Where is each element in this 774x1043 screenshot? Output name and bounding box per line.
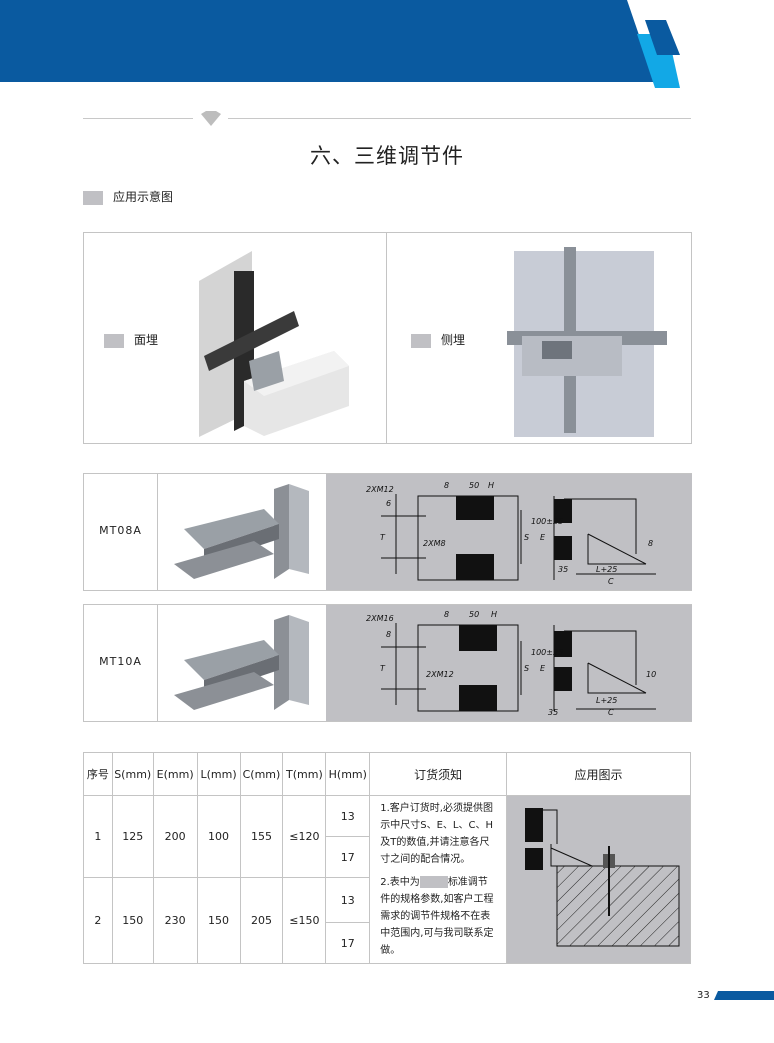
product-photo <box>174 615 309 710</box>
highlight-swatch <box>419 876 448 888</box>
model-label: MT08A <box>99 524 142 537</box>
svg-text:S: S <box>524 533 529 542</box>
cell-t: ≤150 <box>282 877 327 964</box>
cell-h: 17 <box>325 922 371 964</box>
svg-text:T: T <box>380 664 386 673</box>
note-2-prefix: 2.表中为 <box>380 877 420 888</box>
col-header: 序号 <box>83 752 113 796</box>
cell-c: 155 <box>239 795 284 878</box>
label-marker <box>411 333 431 348</box>
svg-text:50: 50 <box>469 610 479 619</box>
svg-text:8: 8 <box>648 539 653 548</box>
svg-text:50: 50 <box>469 481 479 490</box>
svg-text:C: C <box>608 577 614 586</box>
note-2-text: 标准调节件的规格参数,如客户工程需求的调节件规格不在表中范围内,可与我司联系定做… <box>380 877 494 956</box>
note-1: 1.客户订货时,必须提供图示中尺寸S、E、L、C、H及T的数值,并请注意各尺寸之… <box>380 803 494 865</box>
svg-text:H: H <box>491 610 497 619</box>
table-header-row: 序号 S(mm) E(mm) L(mm) C(mm) T(mm) H(mm) 订… <box>83 752 692 796</box>
page-number-bar <box>714 991 774 1000</box>
label-marker <box>104 333 124 348</box>
col-header: S(mm) <box>111 752 154 796</box>
svg-text:2XM8: 2XM8 <box>423 539 446 548</box>
svg-text:H: H <box>488 481 494 490</box>
diagram-label: 侧埋 <box>441 333 466 347</box>
col-header: 应用图示 <box>505 752 692 796</box>
table-row: 1 125 200 100 155 ≤120 13 1.客户订货时,必须提供图示… <box>83 795 692 964</box>
section-marker <box>83 190 103 205</box>
cell-e: 200 <box>152 795 198 878</box>
table-row: 2 150 230 150 205 ≤150 13 <box>83 877 691 964</box>
application-figure-svg <box>524 808 680 947</box>
svg-text:6: 6 <box>386 499 391 508</box>
cell-no: 1 <box>83 795 113 878</box>
col-header: T(mm) <box>282 752 327 796</box>
svg-text:S: S <box>524 664 529 673</box>
svg-text:35: 35 <box>548 708 558 717</box>
svg-text:E: E <box>540 664 546 673</box>
col-header: E(mm) <box>152 752 198 796</box>
table-row: 17 <box>84 922 691 964</box>
svg-text:100±25: 100±25 <box>531 517 563 526</box>
cell-h: 13 <box>325 795 371 837</box>
diagram-side-embed: 侧埋 <box>386 232 692 444</box>
svg-text:2XM12: 2XM12 <box>426 670 454 679</box>
svg-text:100±25: 100±25 <box>531 648 563 657</box>
application-figure <box>505 795 692 964</box>
svg-text:C: C <box>608 708 614 717</box>
order-notes: 1.客户订货时,必须提供图示中尺寸S、E、L、C、H及T的数值,并请注意各尺寸之… <box>369 795 507 964</box>
svg-text:8: 8 <box>444 610 449 619</box>
svg-text:L+25: L+25 <box>596 696 617 705</box>
cell-c: 205 <box>239 877 284 964</box>
drawing-svg: 2XM16 8 50 H 8 T 2XM12 S E 100±25 10 35 … <box>366 610 656 717</box>
cell-s: 125 <box>111 795 154 878</box>
cell-s: 150 <box>111 877 154 964</box>
col-header: 订货须知 <box>369 752 507 796</box>
cell-no: 2 <box>83 877 113 964</box>
page-title: 六、三维调节件 <box>310 144 464 168</box>
svg-text:2XM12: 2XM12 <box>366 485 394 494</box>
divider-left <box>83 118 193 119</box>
product-photo <box>174 484 309 579</box>
cell-t: ≤120 <box>282 795 327 878</box>
cell-e: 230 <box>152 877 198 964</box>
svg-text:E: E <box>540 533 546 542</box>
note-2: 2.表中为标准调节件的规格参数,如客户工程需求的调节件规格不在表中范围内,可与我… <box>380 874 496 959</box>
cell-l: 100 <box>196 795 241 878</box>
svg-text:T: T <box>380 533 386 542</box>
product-row-mt10a: MT10A 2XM16 8 50 <box>83 604 692 722</box>
table-row: 17 <box>84 836 691 878</box>
header-banner <box>0 0 680 88</box>
svg-text:8: 8 <box>386 630 391 639</box>
technical-drawing-mt08a: 2XM12 8 50 H 6 T 2XM8 S E 100±25 8 35 L+… <box>326 474 692 590</box>
side-embed-illustration <box>507 247 667 437</box>
drawing-svg: 2XM12 8 50 H 6 T 2XM8 S E 100±25 8 35 L+… <box>366 481 656 586</box>
section-heading: 应用示意图 <box>83 188 173 205</box>
spec-table: 序号 S(mm) E(mm) L(mm) C(mm) T(mm) H(mm) 订… <box>83 752 692 964</box>
col-header: H(mm) <box>325 752 371 796</box>
section-label: 应用示意图 <box>113 190 174 204</box>
cell-h: 13 <box>325 877 371 923</box>
page-number: 33 <box>697 990 710 1001</box>
product-row-mt08a: MT08A 2XM12 8 50 <box>83 473 692 591</box>
diagram-label: 面埋 <box>134 333 159 347</box>
divider-right <box>228 118 691 119</box>
technical-drawing-mt10a: 2XM16 8 50 H 8 T 2XM12 S E 100±25 10 35 … <box>326 605 692 721</box>
col-header: C(mm) <box>239 752 284 796</box>
svg-text:2XM16: 2XM16 <box>366 614 394 623</box>
col-header: L(mm) <box>196 752 241 796</box>
face-embed-illustration <box>199 251 349 437</box>
diagram-face-embed: 面埋 <box>83 232 387 444</box>
cell-l: 150 <box>196 877 241 964</box>
svg-text:10: 10 <box>646 670 656 679</box>
svg-text:L+25: L+25 <box>596 565 617 574</box>
diamond-icon <box>201 111 221 126</box>
svg-text:35: 35 <box>558 565 568 574</box>
svg-text:8: 8 <box>444 481 449 490</box>
cell-h: 17 <box>325 836 371 878</box>
model-label: MT10A <box>99 655 142 668</box>
